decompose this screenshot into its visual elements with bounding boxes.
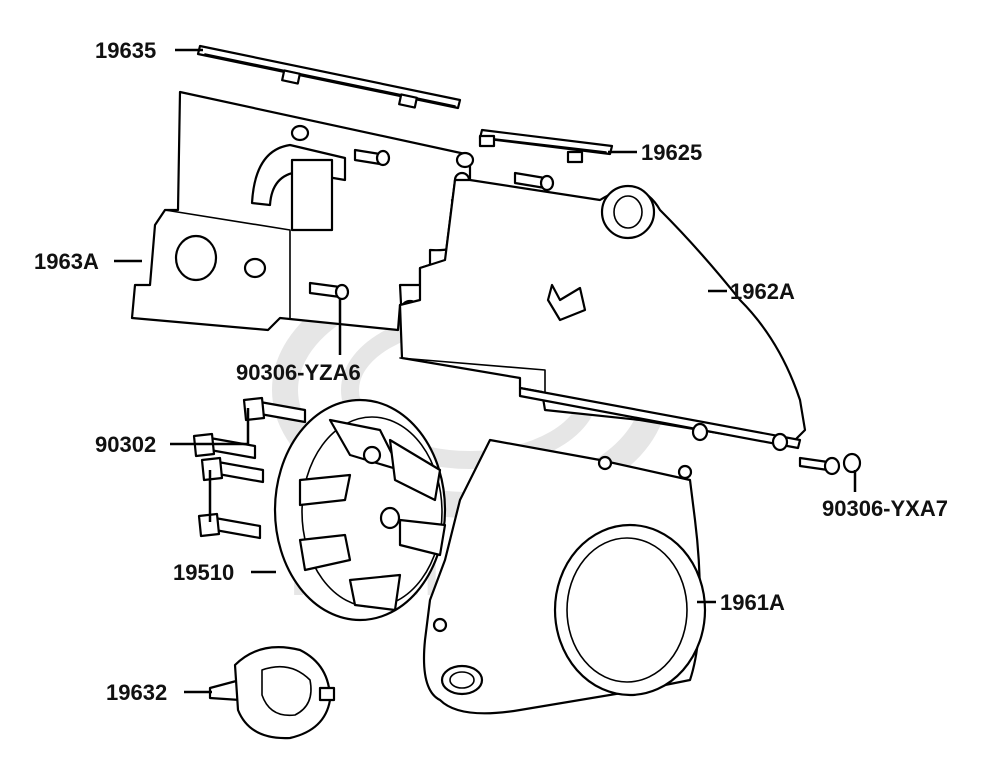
bolt-90302-2 bbox=[192, 432, 257, 460]
screw-top-2 bbox=[513, 171, 555, 192]
part-label-90302: 90302 bbox=[95, 432, 156, 457]
part-label-90306-YZA6: 90306-YZA6 bbox=[236, 360, 361, 385]
part-label-1962A: 1962A bbox=[730, 279, 795, 304]
seal-strip-19635 bbox=[196, 44, 462, 110]
part-label-19635: 19635 bbox=[95, 38, 156, 63]
screw-90306-YZA6 bbox=[308, 281, 350, 301]
hose-clamp-19632 bbox=[208, 646, 336, 740]
cooling-fan-19510 bbox=[273, 398, 447, 622]
screw-90306-YXA7 bbox=[798, 452, 862, 476]
fan-shroud-1961A bbox=[422, 438, 707, 715]
seal-strip-19625 bbox=[478, 128, 614, 164]
leader-lines bbox=[114, 48, 857, 694]
outer-cover-1962A bbox=[398, 178, 807, 452]
part-label-1961A: 1961A bbox=[720, 590, 785, 615]
bolt-90302-3 bbox=[200, 456, 265, 484]
leader-90302 bbox=[170, 408, 250, 446]
bolt-90302-4 bbox=[197, 512, 262, 540]
part-label-19632: 19632 bbox=[106, 680, 167, 705]
part-label-19510: 19510 bbox=[173, 560, 234, 585]
screw-top-1 bbox=[353, 148, 391, 167]
part-label-19625: 19625 bbox=[641, 140, 702, 165]
part-labels: 19635 19625 1963A 1962A 90306-YZA6 90302… bbox=[34, 38, 948, 705]
part-label-1963A: 1963A bbox=[34, 249, 99, 274]
part-label-90306-YXA7: 90306-YXA7 bbox=[822, 496, 948, 521]
